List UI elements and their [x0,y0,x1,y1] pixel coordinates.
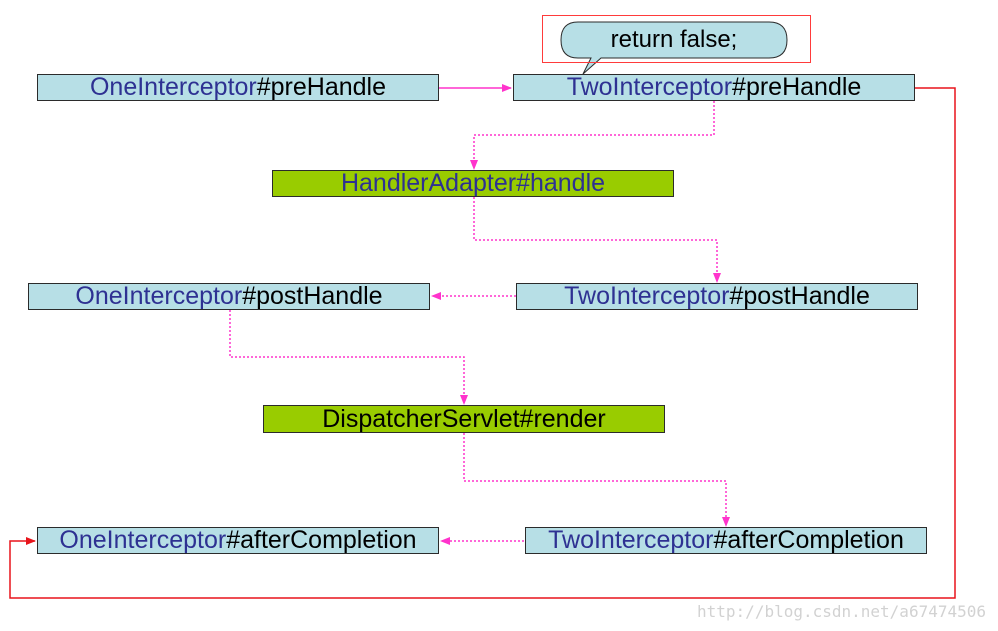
arrow-return-false-path [9,87,956,599]
node-class-label: TwoInterceptor [548,526,714,554]
arrow-two-pre-to-adapter [470,101,715,170]
callout-text: return false; [610,26,738,53]
node-two-interceptor-posthandle: TwoInterceptor#postHandle [516,283,918,310]
callout-highlight-frame [542,15,811,63]
node-class-label: OneInterceptor [75,282,243,310]
node-class-label: OneInterceptor [89,73,257,101]
node-two-interceptor-aftercompletion: TwoInterceptor#afterCompletion [525,527,927,554]
node-method-label: #postHandle [729,282,870,310]
arrow-one-post-to-render [229,310,468,405]
node-method-label: #preHandle [732,73,862,101]
node-method-label: #preHandle [256,73,387,101]
node-class-label: HandlerAdapter#handle [340,169,606,197]
node-class-label: OneInterceptor [59,526,227,554]
node-method-label: #postHandle [242,282,383,310]
node-two-interceptor-prehandle: TwoInterceptor#preHandle [513,74,915,101]
node-handler-adapter-handle: HandlerAdapter#handle [272,170,674,197]
node-one-interceptor-prehandle: OneInterceptor#preHandle [37,74,439,101]
callout-bubble [560,21,788,75]
arrow-render-to-two-after [463,433,730,527]
node-dispatcher-servlet-render: DispatcherServlet#render [263,405,665,433]
node-class-label: TwoInterceptor [566,73,733,101]
node-one-interceptor-aftercompletion: OneInterceptor#afterCompletion [37,527,439,554]
node-class-label: TwoInterceptor [564,282,730,310]
node-method-label: #afterCompletion [226,526,417,554]
arrow-adapter-to-two-post [473,197,721,283]
node-one-interceptor-posthandle: OneInterceptor#postHandle [28,283,430,310]
node-method-label: DispatcherServlet#render [322,404,606,433]
node-method-label: #afterCompletion [713,526,904,554]
watermark-url: http://blog.csdn.net/a67474506 [697,602,986,621]
